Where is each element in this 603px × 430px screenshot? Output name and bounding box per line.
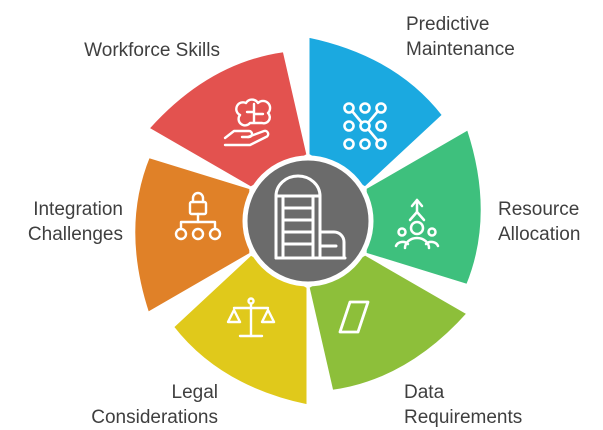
label-legal-considerations: Legal Considerations bbox=[91, 382, 218, 428]
scales-icon bbox=[226, 297, 276, 338]
label-integration-challenges: Integration Challenges bbox=[27, 199, 123, 245]
segment-resource-allocation bbox=[363, 127, 484, 287]
brain-hand-icon bbox=[223, 98, 272, 147]
label-data-requirements: Data Requirements bbox=[404, 382, 523, 428]
label-predictive-maintenance: Predictive Maintenance bbox=[406, 14, 515, 60]
robot-arm-person-icon bbox=[394, 198, 440, 250]
parallelogram-icon bbox=[338, 300, 370, 334]
label-resource-allocation: Resource Allocation bbox=[498, 199, 581, 245]
segment-data-requirements bbox=[306, 252, 470, 393]
segment-legal-considerations bbox=[170, 252, 310, 408]
label-workforce-skills: Workforce Skills bbox=[84, 40, 220, 61]
lock-hierarchy-icon bbox=[174, 191, 222, 241]
network-nodes-icon bbox=[343, 102, 387, 150]
silo-pipe-icon bbox=[274, 174, 347, 260]
segment-workforce-skills bbox=[146, 49, 310, 190]
